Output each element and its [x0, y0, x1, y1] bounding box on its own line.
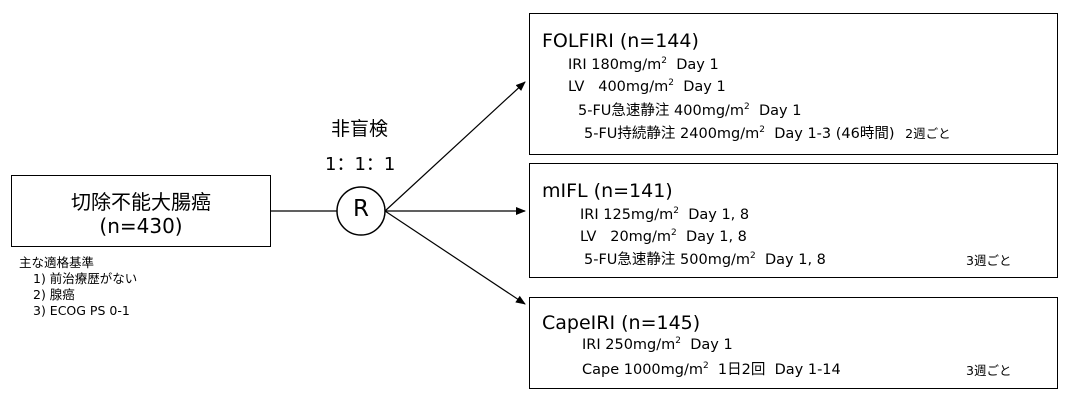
dose-line: Cape 1000mg/m2 1日2回 Day 1-14: [582, 361, 841, 378]
criteria-item: 3) ECOG PS 0-1: [33, 303, 130, 318]
criteria-heading: 主な適格基準: [19, 255, 95, 270]
cycle-label: 3週ごと: [966, 363, 1012, 378]
cycle-label: 3週ごと: [966, 253, 1012, 268]
arm-title: mIFL (n=141): [542, 180, 673, 202]
allocation-ratio: 1：1：1: [325, 154, 396, 175]
arrow-to-folfiri: [384, 81, 526, 212]
arm-box-folfiri: FOLFIRI (n=144) IRI 180mg/m2 Day 1 LV 40…: [529, 13, 1058, 155]
population-title: 切除不能大腸癌: [71, 190, 211, 214]
dose-line: IRI 180mg/m2 Day 1: [568, 56, 719, 73]
dose-line: IRI 250mg/m2 Day 1: [582, 336, 733, 353]
blinding-label: 非盲検: [331, 118, 389, 140]
dose-line: 5-FU急速静注 500mg/m2 Day 1, 8: [584, 251, 826, 268]
dose-line: LV 400mg/m2 Day 1: [568, 78, 726, 95]
eligibility-criteria: 主な適格基準 1) 前治療歴がない 2) 腺癌 3) ECOG PS 0-1: [19, 255, 137, 319]
arm-box-mifl: mIFL (n=141) IRI 125mg/m2 Day 1, 8 LV 20…: [529, 163, 1058, 278]
arm-title: FOLFIRI (n=144): [542, 30, 699, 52]
criteria-item: 1) 前治療歴がない: [33, 271, 138, 286]
randomization-symbol: R: [353, 196, 369, 222]
cycle-label: 2週ごと: [905, 126, 951, 141]
population-n: (n=430): [99, 214, 183, 238]
criteria-item: 2) 腺癌: [33, 287, 75, 302]
arrow-to-capeiri: [384, 210, 526, 305]
dose-line: IRI 125mg/m2 Day 1, 8: [580, 206, 750, 223]
dose-line: LV 20mg/m2 Day 1, 8: [580, 228, 747, 245]
arm-box-capeiri: CapeIRI (n=145) IRI 250mg/m2 Day 1 Cape …: [529, 297, 1058, 389]
dose-line: 5-FU急速静注 400mg/m2 Day 1: [578, 102, 802, 119]
population-box: 切除不能大腸癌 (n=430): [11, 175, 271, 247]
arm-title: CapeIRI (n=145): [542, 312, 701, 334]
dose-line: 5-FU持続静注 2400mg/m2 Day 1-3 (46時間) 2週ごと: [584, 125, 951, 142]
